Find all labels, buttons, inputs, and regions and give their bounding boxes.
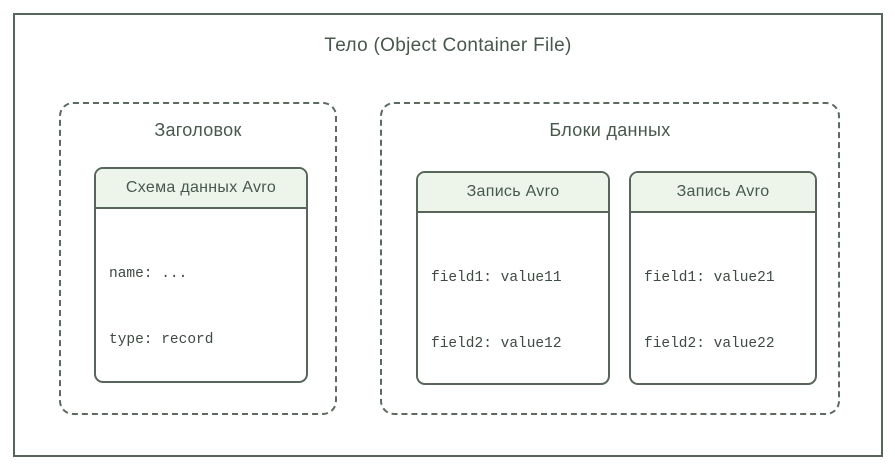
avro-schema-card-body: name: ... type: record field1: datatype1… — [96, 209, 306, 381]
data-blocks-group-box: Блоки данных Запись Avro field1: value11… — [380, 102, 840, 415]
avro-record-card-1-body: field1: value11 field2: value12 ... [sys… — [418, 213, 608, 383]
record-line: field1: value21 — [644, 270, 775, 286]
schema-line: type: record — [109, 332, 214, 348]
schema-line: name: ... — [109, 266, 188, 282]
avro-record-card-2-body: field1: value21 field2: value22 ... [sys… — [631, 213, 815, 383]
header-group-label: Заголовок — [154, 120, 242, 140]
avro-record-card-2: Запись Avro field1: value21 field2: valu… — [629, 171, 817, 385]
record-line: field2: value12 — [431, 336, 562, 352]
data-blocks-group-label: Блоки данных — [549, 120, 671, 140]
avro-record-card-2-title: Запись Avro — [631, 173, 815, 213]
header-group-box: Заголовок Схема данных Avro name: ... ty… — [59, 102, 337, 415]
avro-schema-card-title: Схема данных Avro — [96, 169, 306, 209]
avro-record-card-1-title: Запись Avro — [418, 173, 608, 213]
object-container-file-box: Тело (Object Container File) Заголовок С… — [13, 13, 883, 457]
avro-schema-card: Схема данных Avro name: ... type: record… — [94, 167, 308, 383]
avro-record-card-1: Запись Avro field1: value11 field2: valu… — [416, 171, 610, 385]
record-line: field2: value22 — [644, 336, 775, 352]
record-line: field1: value11 — [431, 270, 562, 286]
object-container-file-title: Тело (Object Container File) — [324, 35, 572, 56]
